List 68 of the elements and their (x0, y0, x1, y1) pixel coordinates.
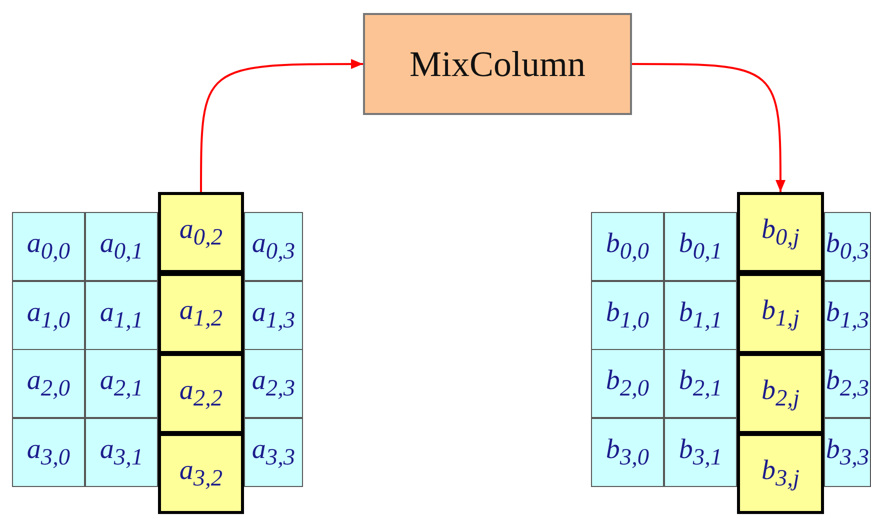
matrix-cell (591, 281, 664, 350)
cell-label: a$_{0,1}$ (100, 228, 144, 266)
matrix-cell (85, 418, 158, 487)
matrix-cell (12, 212, 85, 281)
highlighted-cell (158, 273, 244, 354)
matrix-cell (85, 212, 158, 281)
cell-label: b$_{3,1}$ (678, 434, 722, 472)
cell-label: a$_{2,1}$ (100, 364, 144, 402)
matrix-cell (664, 281, 737, 350)
cell-label: a$_{2,3}$ (252, 364, 296, 402)
matrix-cell (244, 212, 303, 281)
highlighted-cell (158, 192, 244, 273)
cell-label: a$_{3,1}$ (100, 434, 144, 472)
cell-label: b$_{0,1}$ (678, 228, 722, 266)
matrix-cell (664, 212, 737, 281)
matrix-cell (12, 418, 85, 487)
cell-label: a$_{1,0}$ (26, 296, 70, 334)
cell-label: b$_{2,3}$ (826, 364, 870, 402)
cell-label: a$_{0,0}$ (26, 228, 70, 266)
cell-label: b$_{1,j}$ (762, 294, 800, 332)
cell-label: b$_{1,3}$ (826, 296, 870, 334)
cell-label: a$_{2,0}$ (26, 364, 70, 402)
highlighted-cell (158, 353, 244, 434)
cell-label: a$_{1,1}$ (100, 296, 144, 334)
matrix-cell (85, 349, 158, 418)
matrix-cell (824, 349, 871, 418)
cell-label: b$_{3,0}$ (606, 434, 650, 472)
matrix-cell (591, 212, 664, 281)
matrix-cell (244, 349, 303, 418)
matrix-cell (591, 349, 664, 418)
highlighted-cell (737, 192, 824, 273)
process-label: MixColumn (409, 43, 586, 85)
cell-label: a$_{0,2}$ (179, 214, 223, 252)
cell-label: a$_{1,3}$ (252, 296, 296, 334)
cell-label: b$_{0,3}$ (826, 228, 870, 266)
matrix-cell (591, 418, 664, 487)
cell-label: b$_{2,0}$ (606, 364, 650, 402)
highlighted-cell (737, 353, 824, 434)
matrix-cell (12, 281, 85, 350)
cell-label: a$_{3,2}$ (179, 454, 223, 492)
matrix-cell (824, 212, 871, 281)
matrix-cell (664, 418, 737, 487)
cell-label: a$_{3,3}$ (252, 434, 296, 472)
matrix-cell (824, 418, 871, 487)
cell-label: b$_{0,0}$ (606, 228, 650, 266)
matrix-cell (12, 349, 85, 418)
cell-label: b$_{3,j}$ (762, 454, 800, 492)
cell-label: a$_{1,2}$ (179, 294, 223, 332)
matrix-cell (824, 281, 871, 350)
matrix-cell (244, 418, 303, 487)
process-box (363, 13, 632, 115)
highlighted-cell (737, 433, 824, 514)
matrix-cell (85, 281, 158, 350)
cell-label: a$_{2,2}$ (179, 374, 223, 412)
arrow (632, 63, 786, 192)
highlighted-cell (737, 273, 824, 354)
highlighted-cell (158, 433, 244, 514)
cell-label: b$_{2,1}$ (678, 364, 722, 402)
matrix-cell (664, 349, 737, 418)
cell-label: b$_{1,0}$ (606, 296, 650, 334)
arrow (200, 59, 363, 192)
cell-label: b$_{3,3}$ (826, 434, 870, 472)
cell-label: a$_{0,3}$ (252, 228, 296, 266)
cell-label: a$_{3,0}$ (26, 434, 70, 472)
cell-label: b$_{2,j}$ (762, 374, 800, 412)
matrix-cell (244, 281, 303, 350)
cell-label: b$_{1,1}$ (678, 296, 722, 334)
cell-label: b$_{0,j}$ (762, 214, 800, 252)
